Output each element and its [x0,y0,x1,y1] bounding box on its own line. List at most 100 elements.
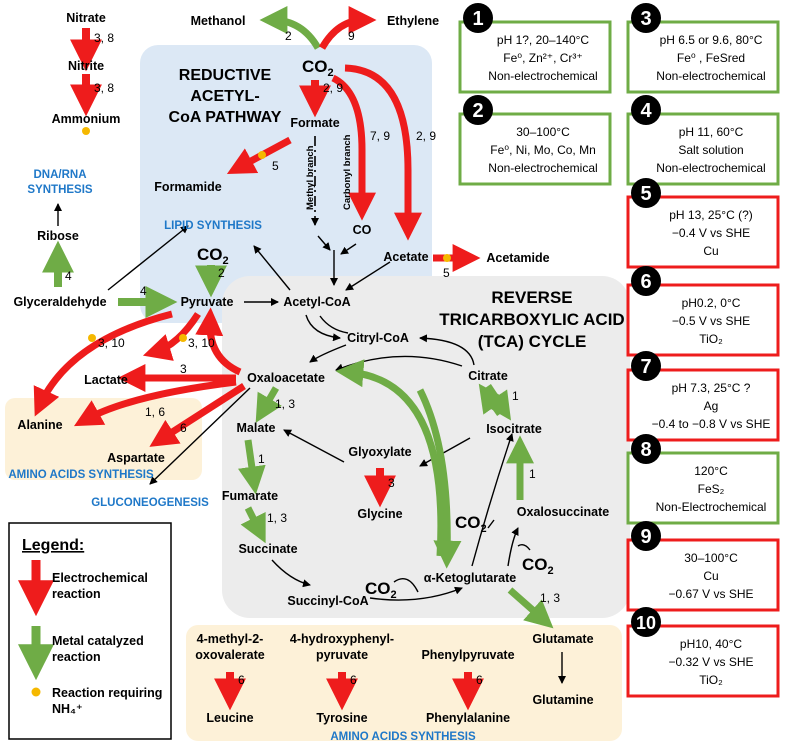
nh4-dot-alanine [88,334,96,342]
condition-number-badge [631,178,661,208]
amino-acids-left-label: AMINO ACIDS SYNTHESIS [8,469,154,481]
reaction-arrows [33,6,566,711]
condition-number: 1 [472,8,483,30]
condition-line: pH10, 40°C [680,637,743,651]
condition-line: Cu [703,244,718,258]
condition-line: Non-Electrochemical [656,500,767,514]
tca-cycle-region [222,276,630,618]
label-nitrate: Nitrate [66,11,106,25]
condition-line: 30–100°C [516,125,570,139]
arrow-akg-oxaloacetate [335,359,445,557]
label-succinate: Succinate [238,542,297,556]
label-formate: Formate [290,116,339,130]
condition-number-badge [463,95,493,125]
condition-line: Ag [704,399,719,413]
label-acetate: Acetate [383,250,428,264]
label-co2-c: CO2 [365,579,397,601]
arrow-oxaloacetate-pyruvate [195,307,242,376]
condition-box-frame [626,451,780,525]
label-co2-top: CO2 [302,57,334,79]
label-leucine: Leucine [206,711,253,725]
rxn-acetamide: 5 [443,266,450,280]
rxn-glyc-pyr: 4 [140,284,147,298]
condition-line: pH 11, 60°C [679,125,744,139]
condition-number: 2 [472,100,483,122]
rxn-glycine: 3 [388,476,395,490]
label-co2-a: CO2 [455,513,487,535]
nh4-dot-formamide [258,151,266,159]
label-nitrite: Nitrite [68,59,104,73]
rxn-nitrate: 3, 8 [94,31,114,45]
label-hydroxy-2: pyruvate [316,648,368,662]
condition-line: Fe⁰ , FeSred [677,51,745,65]
rxn-lactate-a: 3, 10 [188,336,215,350]
condition-box-frame [626,283,780,357]
label-malate: Malate [237,421,276,435]
condition-line: Non-electrochemical [488,69,597,83]
rxn-ribose: 4 [65,269,72,283]
condition-box-frame [626,368,780,442]
rxn-carbonyl: 7, 9 [370,129,390,143]
condition-number-badge [631,266,661,296]
condition-line: Salt solution [678,143,743,157]
arrow-oxaloacetate-malate [255,386,282,423]
rxn-methanol: 2 [285,29,292,43]
label-isocitrate: Isocitrate [486,422,542,436]
condition-box-frame [458,112,612,186]
legend-nh4-2: NH₄⁺ [52,702,83,716]
nh4-markers [82,127,451,342]
rxn-citrate: 1 [512,389,519,403]
condition-line: −0.4 to −0.8 V vs SHE [652,417,771,431]
gluconeogenesis-label: GLUCONEOGENESIS [91,497,209,509]
label-hydroxy-1: 4-hydroxyphenyl- [290,632,394,646]
condition-line: −0.5 V vs SHE [672,314,750,328]
label-glyceraldehyde: Glyceraldehyde [13,295,106,309]
rxn-formate: 2, 9 [323,81,343,95]
rxn-succinate: 1, 3 [267,511,287,525]
legend-electrochemical-1: Electrochemical [52,571,148,585]
legend-nh4-1: Reaction requiring [52,686,162,700]
label-citryl-coa: Citryl-CoA [347,331,409,345]
condition-number: 9 [640,526,651,548]
label-carbonyl-branch: Carbonyl branch [342,134,353,210]
condition-line: FeS₂ [698,482,725,496]
condition-number: 10 [636,613,656,633]
condition-number-badge [631,3,661,33]
condition-line: pH 6.5 or 9.6, 80°C [660,33,763,47]
dna-rna-label-1: DNA/RNA [33,169,86,181]
label-glutamate: Glutamate [532,632,593,646]
condition-number-badge [463,3,493,33]
label-oxalosuccinate: Oxalosuccinate [517,505,609,519]
arrow-fumarate-succinate [240,506,266,544]
condition-box-9: 930–100°CCu−0.67 V vs SHE [626,521,780,612]
condition-line: −0.32 V vs SHE [668,655,753,669]
condition-line: pH0.2, 0°C [682,296,741,310]
arrow-malate-fumarate [237,439,266,495]
rxn-formamide: 5 [272,159,279,173]
label-co: CO [353,223,372,237]
arrow-oxaloacetate-aspartate [149,383,246,447]
arrow-pyruvate-alanine [33,310,173,417]
rxn-ethylene: 9 [348,29,355,43]
label-acetyl-coa: Acetyl-CoA [283,295,350,309]
condition-line: Fe⁰, Ni, Mo, Co, Mn [490,143,596,157]
label-co2-pyruvate: CO2 [197,245,229,267]
amino-acids-bottom-label: AMINO ACIDS SYNTHESIS [330,731,476,743]
arrow-co2-acetate [344,64,422,241]
label-phenylpyruvate: Phenylpyruvate [421,648,514,662]
label-akg: α-Ketoglutarate [424,571,516,585]
condition-line: pH 13, 25°C (?) [669,208,753,222]
section-labels: DNA/RNA SYNTHESIS LIPID SYNTHESIS AMINO … [8,169,476,743]
arrow-co2-methanol [259,6,322,50]
label-glycine: Glycine [357,507,402,521]
condition-line: 30–100°C [684,551,738,565]
rxn-alanine: 3, 10 [98,336,125,350]
condition-number-badge [631,95,661,125]
label-acetamide: Acetamide [486,251,549,265]
acetyl-pathway-title-1: REDUCTIVE [179,67,272,84]
